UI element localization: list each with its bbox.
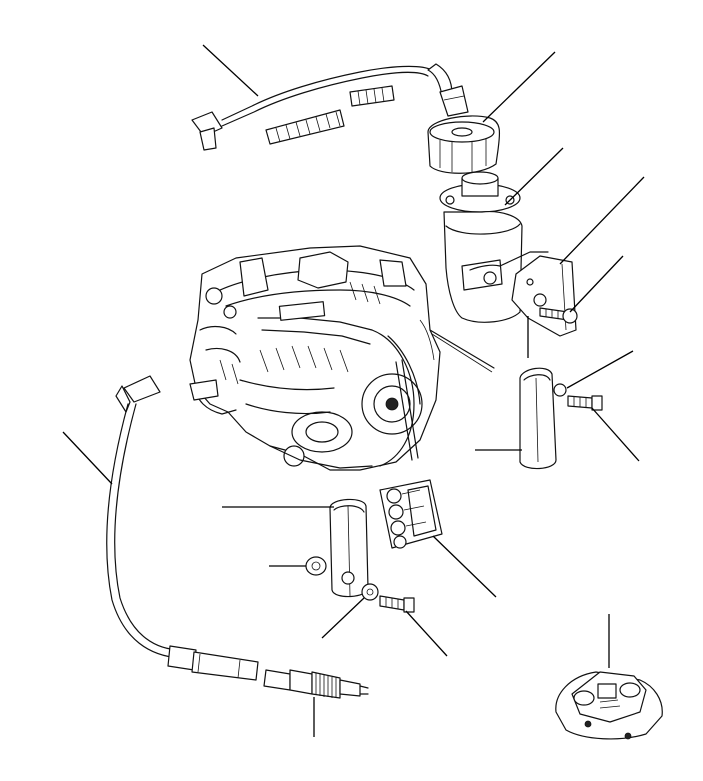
lead-holder[interactable] — [329, 498, 369, 598]
wire-separator[interactable] — [379, 479, 443, 549]
bracket-bolt[interactable] — [539, 307, 578, 324]
engine-block — [189, 245, 495, 471]
ignition-coil[interactable] — [439, 171, 549, 323]
insulating-sleeves — [265, 85, 395, 145]
clamp-bolt-left[interactable] — [379, 595, 415, 613]
leader-lines — [62, 44, 645, 737]
spark-plug[interactable] — [263, 669, 369, 699]
lower-ignition-lead[interactable] — [106, 375, 259, 681]
bracket-clamp[interactable] — [519, 367, 567, 470]
washer-small[interactable] — [361, 583, 379, 601]
upper-ignition-lead[interactable] — [191, 63, 469, 151]
washer[interactable] — [305, 556, 327, 576]
clamp-bolt-right[interactable] — [567, 395, 603, 411]
coil-cap[interactable] — [427, 115, 501, 174]
ignition-module[interactable] — [555, 671, 663, 740]
